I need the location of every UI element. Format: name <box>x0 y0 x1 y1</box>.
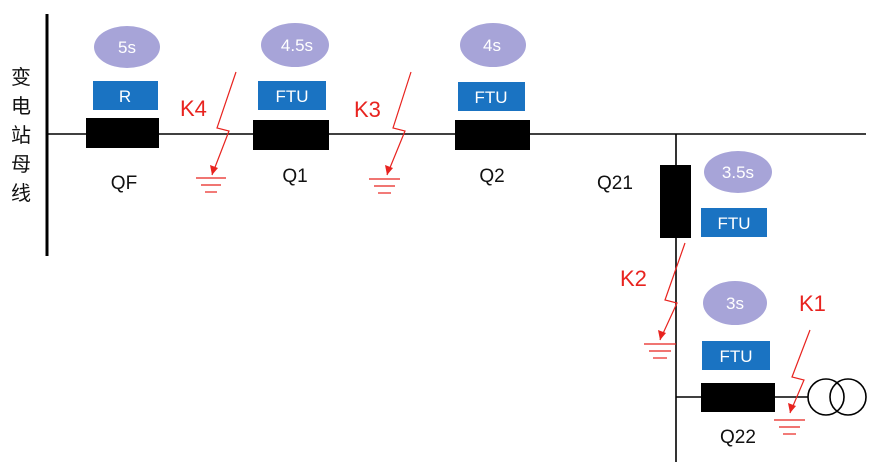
delay-timer <box>261 23 329 67</box>
device-tag <box>258 81 326 110</box>
bus-label-char: 母 <box>11 154 31 176</box>
arrowhead-icon <box>210 165 218 175</box>
lightning-bolt-icon <box>789 329 811 414</box>
breaker <box>455 120 530 150</box>
breaker <box>86 118 159 148</box>
device-name: Q21 <box>597 173 633 194</box>
device-tag <box>702 341 770 370</box>
fault-label: K3 <box>354 97 381 122</box>
device-q1: 4.5s FTU Q1 <box>253 23 329 187</box>
device-tag-label: FTU <box>717 214 750 233</box>
device-tag-label: FTU <box>719 347 752 366</box>
delay-timer <box>704 151 772 193</box>
delay-timer-label: 4s <box>483 36 501 55</box>
fault-k4: K4 <box>180 71 237 193</box>
fault-label: K2 <box>620 266 647 291</box>
bus-label-char: 站 <box>11 124 31 147</box>
arrowhead-icon <box>658 330 666 340</box>
ground-icon <box>644 343 676 359</box>
device-q22: 3s FTU Q22 <box>701 281 775 448</box>
device-tag-label: FTU <box>275 87 308 106</box>
delay-timer-label: 3s <box>726 294 744 313</box>
fault-k3: K3 <box>354 71 412 194</box>
device-q2: 4s FTU Q2 <box>455 23 530 187</box>
device-qf: 5s R QF <box>86 26 160 194</box>
fault-k1: K1 <box>774 291 826 435</box>
breaker <box>253 120 329 150</box>
lightning-bolt-icon <box>659 242 686 341</box>
device-name: Q2 <box>479 166 504 187</box>
bus-label-char: 变 <box>11 66 31 89</box>
device-q21: Q21 3.5s FTU <box>597 151 772 238</box>
breaker <box>660 165 691 238</box>
device-name: Q22 <box>720 427 756 448</box>
device-tag <box>458 82 525 111</box>
arrowhead-icon <box>385 165 393 175</box>
bus-label-char: 电 <box>11 95 31 118</box>
device-tag-label: FTU <box>474 88 507 107</box>
ground-icon <box>774 419 805 435</box>
device-tag <box>93 81 158 110</box>
device-name: Q1 <box>282 166 307 187</box>
arrowhead-icon <box>788 403 796 413</box>
fault-k2: K2 <box>620 242 686 359</box>
delay-timer-label: 4.5s <box>281 36 313 55</box>
fault-label: K1 <box>799 291 826 316</box>
device-name: QF <box>111 173 137 194</box>
device-tag <box>701 208 767 237</box>
device-tag-label: R <box>119 87 131 106</box>
fault-label: K4 <box>180 96 207 121</box>
transformer-icon <box>807 378 867 416</box>
delay-timer-label: 3.5s <box>722 163 754 182</box>
delay-timer <box>460 23 526 67</box>
ground-icon <box>369 178 400 194</box>
bus-label: 变 电 站 母 线 <box>11 66 31 205</box>
lightning-bolt-icon <box>386 71 412 176</box>
bus-label-char: 线 <box>11 182 31 205</box>
ground-icon <box>196 177 226 193</box>
lightning-bolt-icon <box>211 71 237 176</box>
delay-timer <box>703 281 767 325</box>
breaker <box>701 383 775 412</box>
delay-timer-label: 5s <box>118 38 136 57</box>
delay-timer <box>94 26 160 68</box>
